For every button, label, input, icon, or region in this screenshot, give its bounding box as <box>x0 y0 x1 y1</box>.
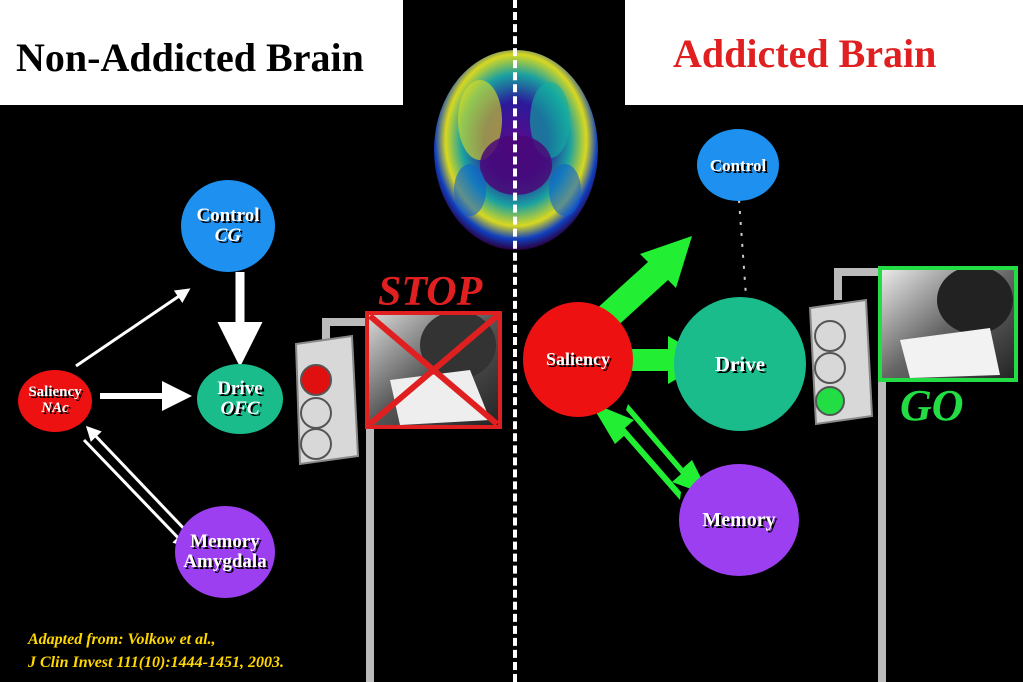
right-saliency-node: Saliency <box>523 302 633 417</box>
go-label: GO <box>900 381 964 430</box>
arrow-saliency-memory-right <box>626 404 710 496</box>
right-control-label: Control <box>709 156 767 175</box>
right-memory-node: Memory <box>679 464 799 576</box>
left-memory-label: Memory <box>190 531 260 553</box>
left-memory-node: Memory Amygdala <box>175 506 275 598</box>
stop-label: STOP <box>378 269 483 315</box>
right-title: Addicted Brain <box>673 31 937 76</box>
citation-line-1: Adapted from: Volkow et al., <box>28 631 216 648</box>
left-drive-label: Drive <box>217 378 263 400</box>
right-saliency-label: Saliency <box>545 349 610 370</box>
right-memory-label: Memory <box>702 508 776 531</box>
right-title-box: Addicted Brain <box>625 0 1023 105</box>
citation: Adapted from: Volkow et al., J Clin Inve… <box>28 628 284 674</box>
left-drive-node: Drive OFC <box>197 364 283 434</box>
left-memory-sub: Amygdala <box>183 551 267 572</box>
left-saliency-node: Saliency NAc <box>18 370 92 432</box>
left-saliency-sub: NAc <box>41 400 69 416</box>
right-control-node: Control <box>697 129 779 201</box>
left-saliency-label: Saliency <box>28 384 82 401</box>
arrow-memory-saliency-right <box>590 402 681 500</box>
left-title-box: Non-Addicted Brain <box>0 0 403 105</box>
left-title: Non-Addicted Brain <box>16 35 364 80</box>
arrow-saliency-control <box>75 288 191 368</box>
arrow-saliency-memory <box>82 438 189 549</box>
left-control-label: Control <box>196 205 260 227</box>
left-control-node: Control CG <box>181 180 275 272</box>
left-drive-sub: OFC <box>220 398 260 419</box>
right-drive-label: Drive <box>714 351 766 376</box>
citation-line-2: J Clin Invest 111(10):1444-1451, 2003. <box>28 654 285 671</box>
left-control-sub: CG <box>214 225 242 246</box>
arrow-saliency-control-right <box>593 236 692 330</box>
arrow-memory-saliency <box>85 425 192 537</box>
center-divider <box>513 0 517 682</box>
right-drive-node: Drive <box>674 297 806 431</box>
